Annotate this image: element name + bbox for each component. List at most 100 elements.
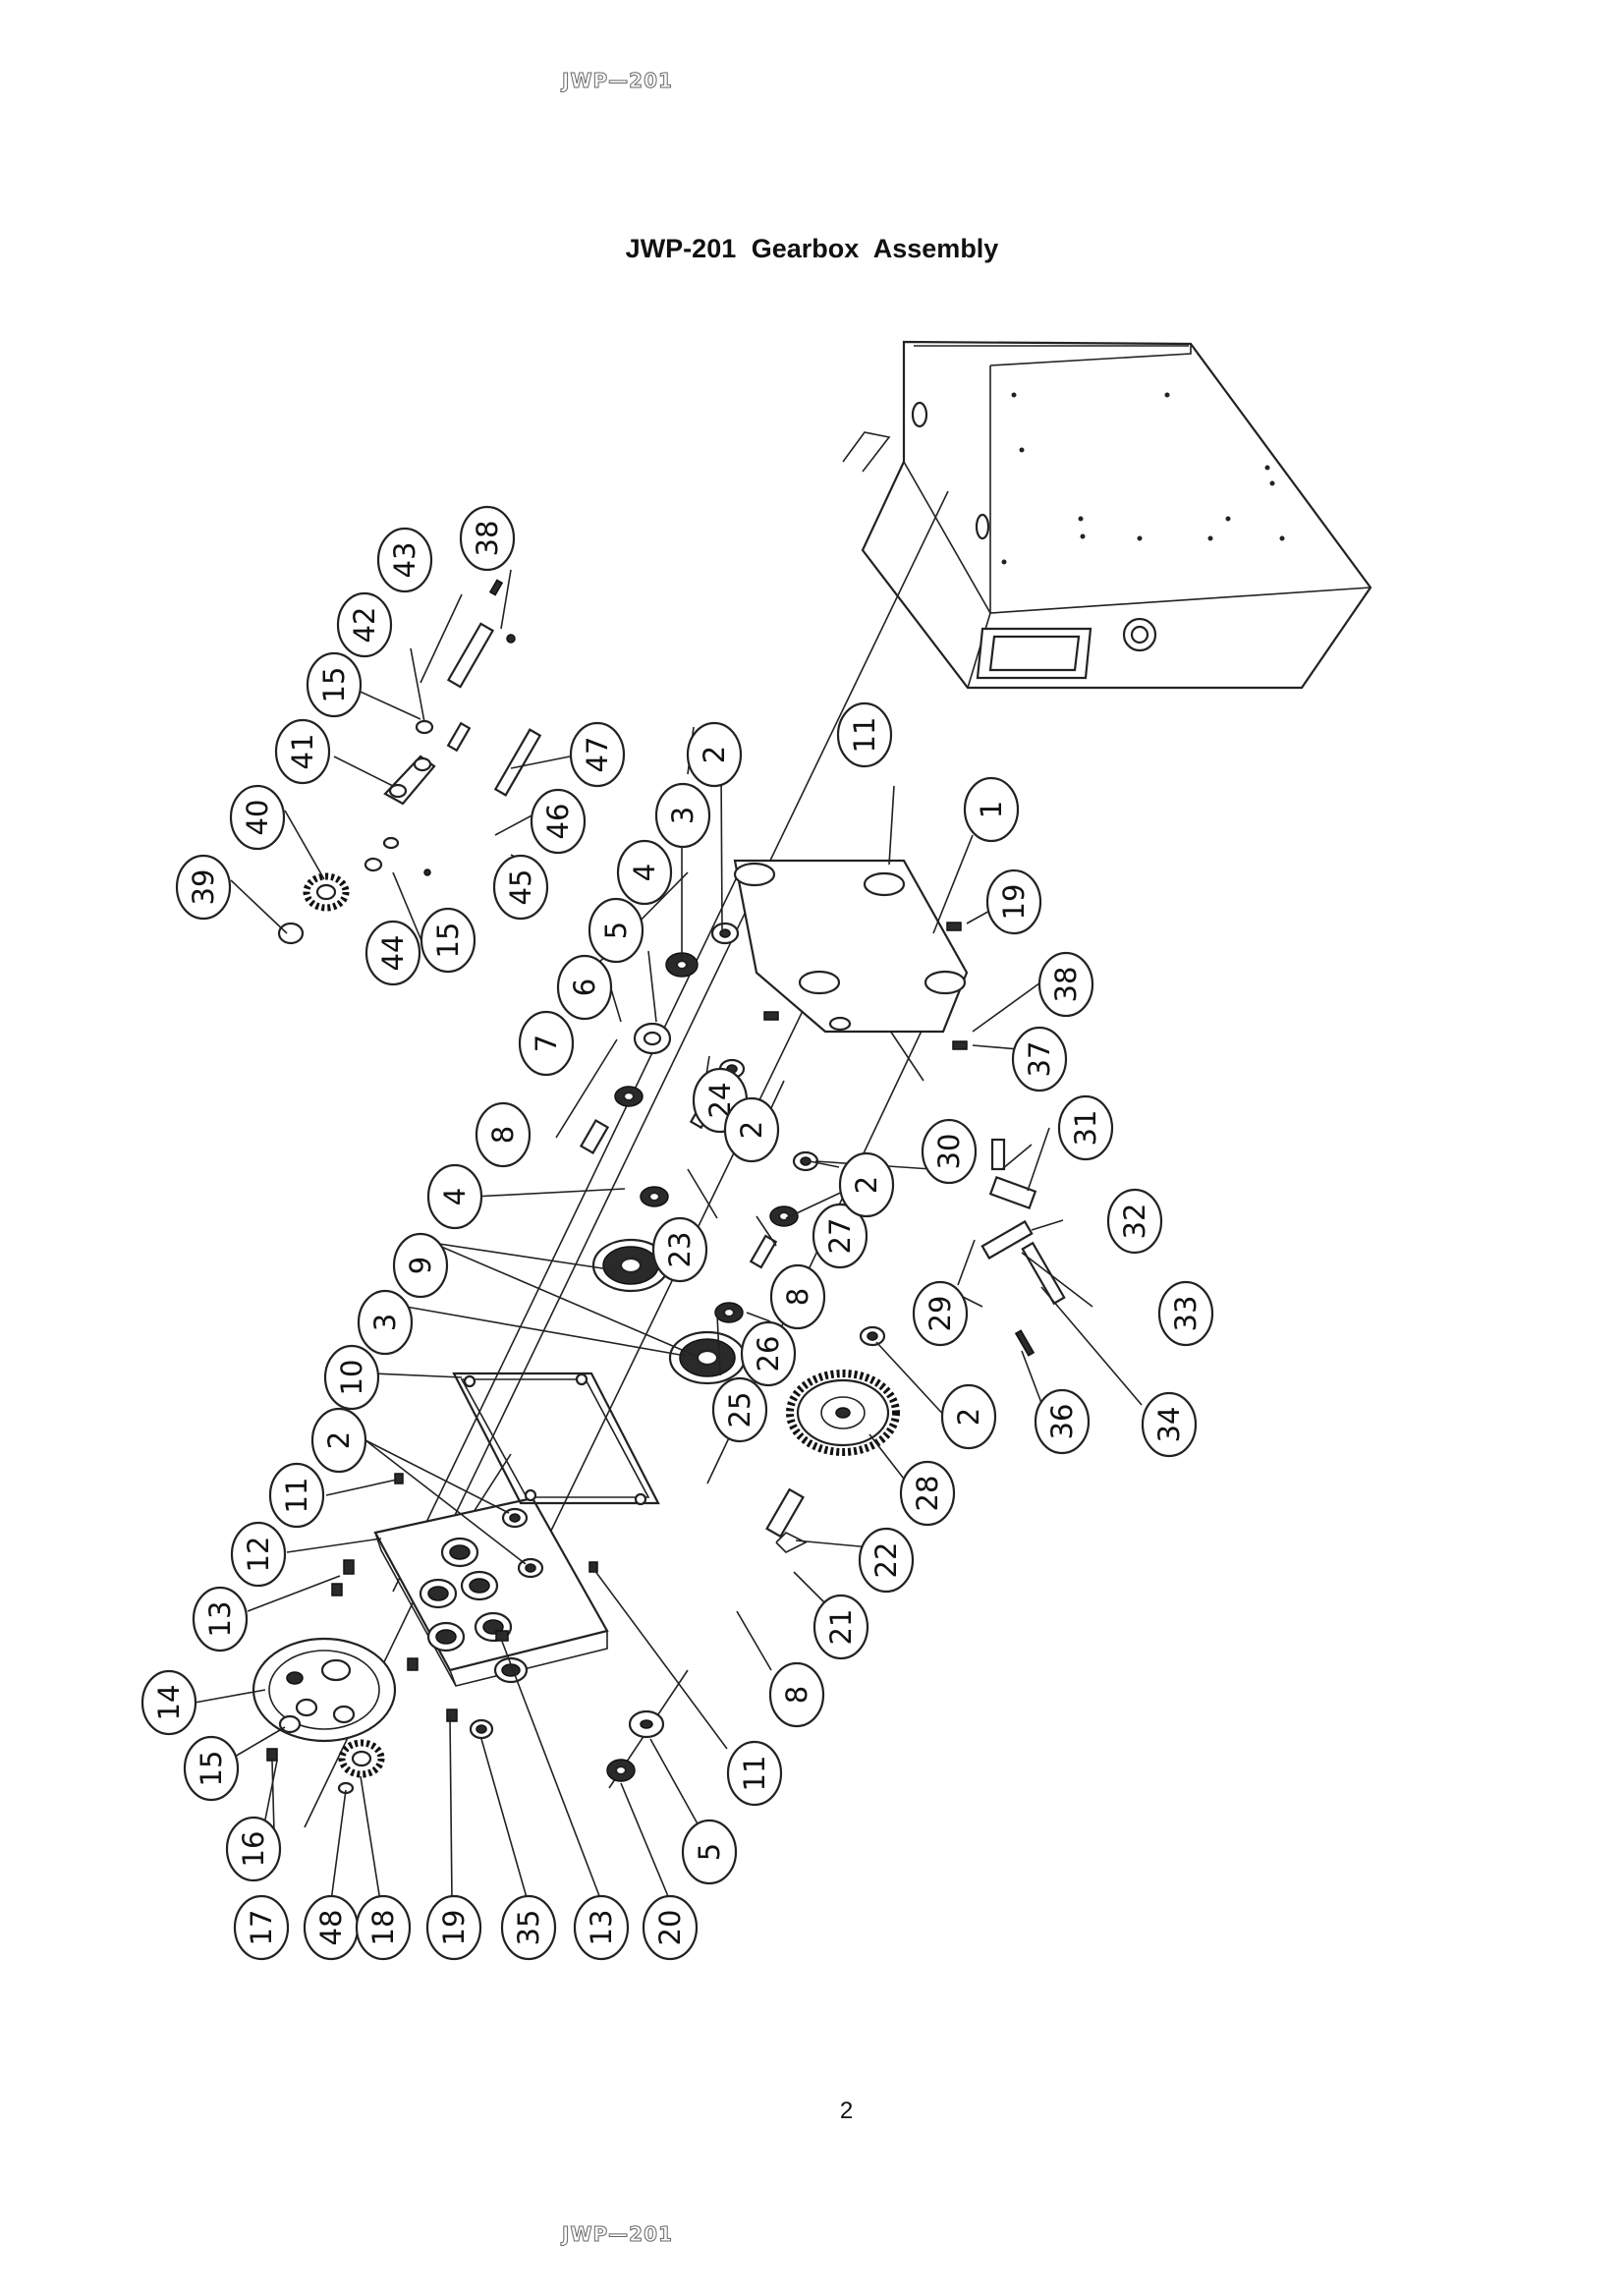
callout-41: 41 [274, 718, 331, 785]
svg-text:27: 27 [823, 1218, 857, 1255]
svg-text:2: 2 [850, 1176, 883, 1194]
callout-22: 22 [858, 1527, 915, 1594]
svg-text:44: 44 [376, 935, 410, 972]
svg-text:39: 39 [187, 869, 220, 906]
wheels-and-bearings [278, 922, 886, 1782]
callout-5: 5 [588, 897, 644, 964]
callout-43: 43 [376, 527, 433, 593]
svg-text:11: 11 [738, 1756, 771, 1792]
callout-8: 8 [475, 1101, 532, 1168]
callout-8b: 8 [769, 1263, 826, 1330]
svg-text:11: 11 [280, 1478, 313, 1514]
svg-text:6: 6 [568, 979, 601, 996]
callout-12: 12 [230, 1521, 287, 1588]
svg-text:1: 1 [975, 801, 1008, 818]
callout-11b: 11 [268, 1462, 325, 1529]
callout-10: 10 [323, 1344, 380, 1411]
svg-text:17: 17 [245, 1910, 278, 1946]
svg-text:8: 8 [486, 1126, 520, 1144]
svg-text:31: 31 [1069, 1110, 1102, 1147]
svg-text:3: 3 [368, 1314, 402, 1331]
callout-30: 30 [921, 1118, 978, 1185]
callout-35: 35 [500, 1894, 557, 1961]
callout-2b: 2 [723, 1096, 780, 1163]
svg-text:41: 41 [286, 734, 319, 770]
page-number: 2 [839, 2098, 854, 2124]
callout-11c: 11 [726, 1740, 783, 1807]
svg-text:38: 38 [1049, 967, 1083, 1003]
svg-text:5: 5 [693, 1843, 726, 1861]
callout-47: 47 [569, 721, 626, 788]
svg-text:46: 46 [541, 804, 575, 840]
svg-text:29: 29 [924, 1296, 957, 1332]
svg-text:18: 18 [366, 1910, 400, 1946]
callout-31: 31 [1057, 1094, 1114, 1161]
svg-text:2: 2 [952, 1408, 985, 1426]
header-doc-code: JWP—201 [562, 69, 673, 93]
callout-15b: 15 [420, 907, 476, 974]
svg-text:11: 11 [848, 717, 881, 754]
footer-doc-code: JWP—201 [562, 2222, 673, 2247]
callout-28: 28 [899, 1460, 956, 1527]
callout-13: 13 [192, 1586, 249, 1652]
svg-text:13: 13 [203, 1601, 237, 1638]
svg-text:5: 5 [599, 922, 633, 939]
svg-text:3: 3 [666, 807, 700, 824]
svg-text:21: 21 [824, 1609, 858, 1646]
svg-text:28: 28 [911, 1476, 944, 1512]
callout-19: 19 [985, 868, 1042, 935]
callout-38: 38 [459, 505, 516, 572]
svg-text:12: 12 [242, 1537, 275, 1573]
svg-text:15: 15 [195, 1751, 228, 1787]
callout-42: 42 [336, 591, 393, 658]
gearbox-housing [842, 340, 1372, 690]
svg-text:4: 4 [628, 864, 661, 881]
svg-text:19: 19 [997, 884, 1031, 921]
gasket [452, 1372, 660, 1506]
callout-33: 33 [1157, 1280, 1214, 1347]
svg-text:14: 14 [152, 1685, 186, 1721]
callout-4: 4 [616, 839, 673, 906]
gearbox-cover-plate [373, 1496, 609, 1687]
svg-text:8: 8 [781, 1288, 814, 1306]
callout-23: 23 [651, 1216, 708, 1283]
svg-text:36: 36 [1045, 1404, 1079, 1440]
callout-9: 9 [392, 1232, 449, 1299]
callout-29: 29 [912, 1280, 969, 1347]
svg-text:33: 33 [1169, 1296, 1203, 1332]
svg-text:10: 10 [335, 1360, 368, 1396]
svg-text:2: 2 [698, 746, 731, 763]
svg-text:4: 4 [438, 1188, 472, 1205]
svg-text:48: 48 [314, 1910, 348, 1946]
callout-38b: 38 [1037, 951, 1094, 1018]
callout-36: 36 [1034, 1388, 1091, 1455]
callout-5b: 5 [681, 1819, 738, 1885]
page-title: JWP-201 Gearbox Assembly [625, 234, 999, 263]
svg-text:47: 47 [581, 737, 614, 773]
callout-45: 45 [492, 854, 549, 921]
shafts-and-pins [266, 579, 1066, 1762]
callout-37: 37 [1011, 1026, 1068, 1092]
gearbox-frame [733, 859, 969, 1034]
callout-3: 3 [654, 782, 711, 849]
svg-text:9: 9 [404, 1257, 437, 1274]
svg-text:22: 22 [869, 1542, 903, 1579]
callout-32: 32 [1106, 1188, 1163, 1255]
svg-text:30: 30 [932, 1134, 966, 1170]
svg-text:35: 35 [512, 1910, 545, 1946]
svg-text:20: 20 [653, 1910, 687, 1946]
svg-text:26: 26 [752, 1336, 785, 1372]
svg-text:37: 37 [1023, 1041, 1056, 1078]
callout-25: 25 [711, 1376, 768, 1443]
svg-text:13: 13 [585, 1910, 618, 1946]
svg-text:15: 15 [317, 667, 351, 703]
callout-34: 34 [1141, 1391, 1198, 1458]
callout-26: 26 [740, 1320, 797, 1387]
tensioner-parts [364, 634, 1037, 1553]
svg-text:19: 19 [437, 1910, 471, 1946]
svg-text:45: 45 [504, 869, 537, 906]
svg-text:38: 38 [471, 521, 504, 557]
callout-2: 2 [686, 721, 743, 788]
svg-text:23: 23 [663, 1232, 697, 1268]
